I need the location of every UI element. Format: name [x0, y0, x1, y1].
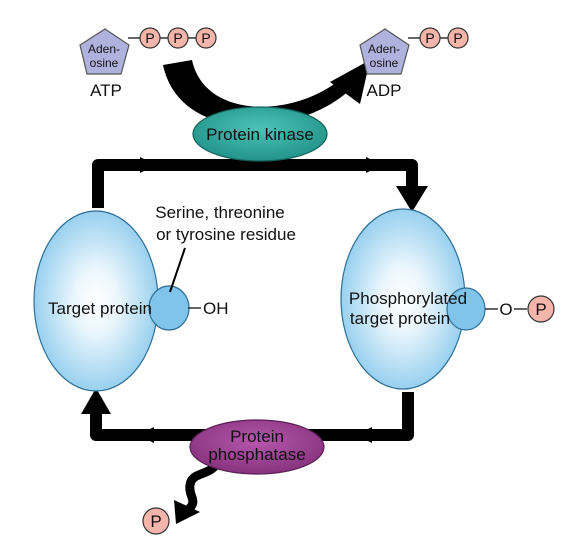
residue-pointer-line — [169, 247, 186, 293]
bottom-chevron-left — [138, 427, 154, 443]
protein-kinase-enzyme: Protein kinase — [192, 106, 328, 162]
atp-phosphate-3: P — [201, 30, 210, 46]
phosphate-circle — [195, 27, 217, 49]
top-cycle-arrowhead — [396, 186, 428, 212]
top-chevron-right — [366, 157, 382, 173]
protein-kinase-label: Protein kinase — [206, 125, 314, 144]
bottom-chevron-right — [356, 427, 372, 443]
phosphate-release-arrow — [174, 453, 225, 524]
atp-base-line1: Aden- — [88, 42, 120, 56]
adp-base-line2: osine — [370, 56, 399, 70]
atp-label: ATP — [90, 81, 122, 100]
atp-molecule: Aden- osine P P P ATP — [79, 27, 217, 100]
hydroxyl-group-label: OH — [203, 299, 229, 318]
residue-lobe — [148, 285, 190, 331]
adenosine-pentagon-atp — [79, 28, 130, 75]
released-phosphate: P — [142, 507, 170, 535]
top-cycle-arrow — [92, 159, 418, 208]
phosphatase-line2: phosphatase — [208, 445, 305, 464]
phosphorylated-target-protein: Phosphorylated target protein O P — [340, 208, 555, 390]
phosphatase-line1: Protein — [230, 427, 284, 446]
adp-molecule: Aden- osine P P ADP — [359, 27, 469, 100]
adp-phosphate-1: P — [425, 30, 434, 46]
residue-annotation: Serine, threonine or tyrosine residue — [155, 203, 296, 293]
residue-note-line1: Serine, threonine — [155, 203, 284, 222]
adp-base-line1: Aden- — [368, 42, 400, 56]
adp-label: ADP — [367, 81, 402, 100]
released-phosphate-label: P — [150, 512, 161, 531]
protein-phosphatase-enzyme: Protein phosphatase — [189, 419, 325, 475]
target-protein-label: Target protein — [48, 299, 152, 318]
atp-phosphate-1: P — [145, 30, 154, 46]
atp-phosphate-2: P — [173, 30, 182, 46]
target-protein: OH Target protein — [33, 210, 229, 392]
top-chevron-left — [140, 157, 156, 173]
phospho-target-line2: target protein — [350, 309, 450, 328]
phosphate-circle — [447, 27, 469, 49]
phospho-target-line1: Phosphorylated — [349, 289, 467, 308]
phospho-phosphate-label: P — [535, 300, 546, 319]
adp-phosphate-2: P — [453, 30, 462, 46]
phosphate-circle — [527, 295, 555, 323]
bottom-cycle-arrowhead — [81, 388, 111, 414]
atp-to-adp-arrow — [163, 60, 370, 126]
residue-note-line2: or tyrosine residue — [156, 225, 296, 244]
phospho-oxygen-label: O — [499, 300, 512, 319]
adenosine-pentagon-adp — [359, 28, 410, 75]
atp-base-line2: osine — [90, 56, 119, 70]
